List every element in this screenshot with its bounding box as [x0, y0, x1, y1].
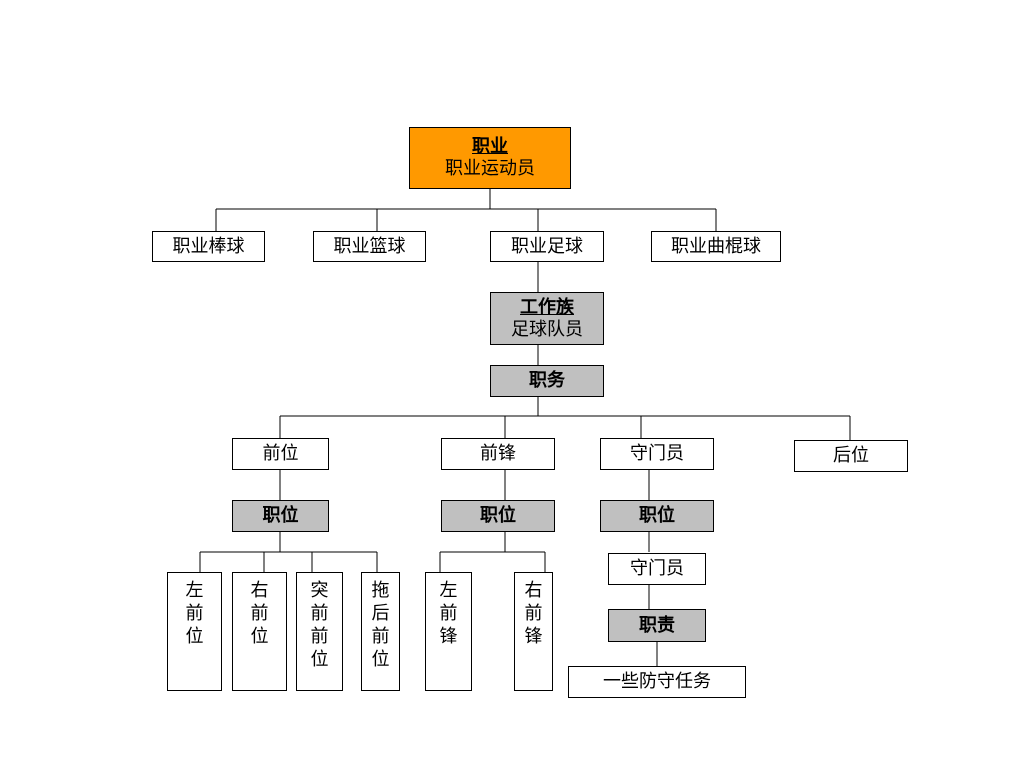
vertical-post-text: 右前锋: [525, 579, 543, 648]
position-box-goalkeeper: 守门员: [600, 438, 714, 470]
position-label: 后位: [833, 445, 869, 466]
position-label: 守门员: [630, 443, 684, 464]
post-box-left-front: 左前位: [167, 572, 222, 691]
sport-label: 职业足球: [511, 235, 583, 257]
responsibility-label-box: 职责: [608, 609, 706, 642]
root-subtitle: 职业运动员: [445, 158, 535, 179]
vertical-char: 前: [371, 626, 390, 647]
position-box-back: 后位: [794, 440, 908, 472]
position-label: 前锋: [480, 443, 516, 464]
post-box-left-striker: 左前锋: [425, 572, 472, 691]
post-box-right-front: 右前位: [232, 572, 287, 691]
root-box-profession: 职业 职业运动员: [409, 127, 571, 189]
position-label: 前位: [262, 443, 299, 464]
goalkeeper-post-box: 守门员: [608, 553, 706, 585]
post-label-box-striker: 职位: [441, 500, 555, 532]
sport-label: 职业棒球: [172, 235, 245, 257]
sport-box-baseball: 职业棒球: [152, 231, 265, 262]
post-label: 职位: [262, 505, 299, 526]
vertical-post-text: 左前位: [186, 579, 204, 648]
job-family-title: 工作族: [520, 296, 574, 318]
vertical-char: 右: [250, 580, 269, 601]
vertical-char: 拖: [371, 580, 390, 601]
vertical-char: 位: [185, 626, 204, 647]
sport-box-basketball: 职业篮球: [313, 231, 426, 262]
vertical-char: 锋: [524, 626, 543, 647]
responsibility-label: 职责: [639, 614, 675, 636]
vertical-char: 右: [524, 580, 543, 601]
post-label-box-front: 职位: [232, 500, 329, 532]
goalkeeper-post-label: 守门员: [630, 558, 684, 579]
vertical-post-text: 突前前位: [311, 579, 329, 671]
vertical-char: 左: [439, 580, 458, 601]
job-family-subtitle: 足球队员: [511, 318, 583, 340]
post-box-advanced-front: 突前前位: [296, 572, 343, 691]
duties-label-box: 职务: [490, 365, 604, 397]
post-label: 职位: [480, 505, 516, 526]
vertical-char: 前: [310, 626, 329, 647]
post-box-trailing-front: 拖后前位: [361, 572, 400, 691]
responsibility-box: 一些防守任务: [568, 666, 746, 698]
vertical-char: 位: [310, 649, 329, 670]
vertical-char: 前: [310, 603, 329, 624]
responsibility-text: 一些防守任务: [603, 671, 711, 692]
job-family-box: 工作族 足球队员: [490, 292, 604, 345]
position-box-front: 前位: [232, 438, 329, 470]
post-label: 职位: [639, 505, 675, 526]
post-label-box-goalkeeper: 职位: [600, 500, 714, 532]
vertical-char: 前: [250, 603, 269, 624]
vertical-char: 后: [371, 603, 390, 624]
vertical-post-text: 右前位: [251, 579, 269, 648]
vertical-char: 位: [371, 649, 390, 670]
vertical-char: 前: [185, 603, 204, 624]
sport-box-football: 职业足球: [490, 231, 604, 262]
sport-label: 职业篮球: [333, 235, 406, 257]
vertical-post-text: 左前锋: [440, 579, 458, 648]
vertical-post-text: 拖后前位: [372, 579, 390, 671]
duties-label: 职务: [529, 370, 565, 391]
sport-box-hockey: 职业曲棍球: [651, 231, 781, 262]
position-box-striker: 前锋: [441, 438, 555, 470]
post-box-right-striker: 右前锋: [514, 572, 553, 691]
vertical-char: 前: [439, 603, 458, 624]
sport-label: 职业曲棍球: [671, 235, 761, 257]
root-title: 职业: [472, 136, 508, 157]
vertical-char: 锋: [439, 626, 458, 647]
vertical-char: 位: [250, 626, 269, 647]
vertical-char: 左: [185, 580, 204, 601]
vertical-char: 前: [524, 603, 543, 624]
vertical-char: 突: [310, 580, 329, 601]
